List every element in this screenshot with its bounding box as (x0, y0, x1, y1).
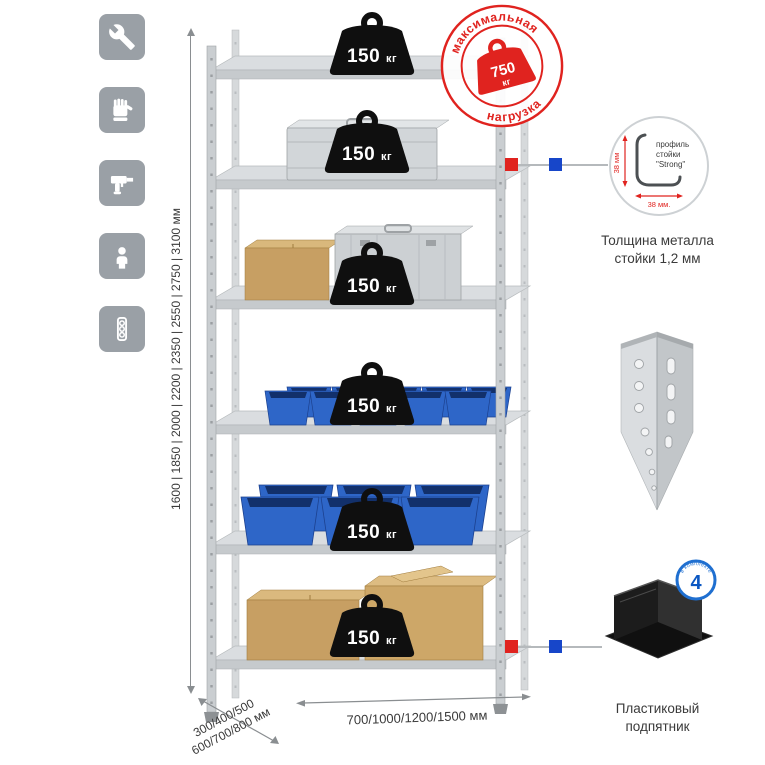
quantity-badge: в комплекте 4 (675, 559, 717, 601)
weight-icon (329, 594, 415, 657)
marker-red-bottom (505, 640, 518, 653)
max-load-stamp: максимальная нагрузка 750 кг (424, 0, 581, 144)
load-badge-5: 150 кг (320, 486, 424, 554)
load-badge-1: 150 кг (320, 10, 424, 78)
profile-label-2: стойки (656, 150, 680, 159)
load-unit: кг (385, 635, 398, 647)
height-arrow-top (187, 28, 195, 36)
marker-blue-bottom (549, 640, 562, 653)
load-unit: кг (385, 529, 398, 541)
weight-icon (329, 12, 415, 75)
height-arrow-bottom (187, 686, 195, 694)
stamp-weight-icon (477, 38, 536, 95)
depth-dimension-arrow (198, 698, 279, 744)
profile-caption: Толщина металла стойки 1,2 мм (585, 232, 730, 267)
profile-caption-line1: Толщина металла (601, 233, 714, 248)
height-dimension-line (190, 32, 191, 690)
load-badge-4: 150 кг (320, 360, 424, 428)
callout-line-top-2 (562, 164, 608, 166)
load-value: 150 (341, 144, 376, 165)
load-badge-2: 150 кг (315, 108, 419, 176)
load-value: 150 (346, 396, 381, 417)
load-value: 150 (346, 276, 381, 297)
foot-caption: Пластиковый подпятник (585, 700, 730, 735)
profile-dim-horizontal-label: 38 мм. (648, 200, 671, 209)
load-value: 150 (346, 628, 381, 649)
plastic-foot-image (604, 579, 714, 659)
load-unit: кг (380, 151, 393, 163)
weight-icon (329, 362, 415, 425)
profile-horizontal-dim-arrow (635, 193, 683, 199)
power-strip-icon (99, 306, 145, 352)
weight-icon (329, 242, 415, 305)
marker-blue-top (549, 158, 562, 171)
callout-line-top (518, 164, 549, 166)
width-dimension-arrow (296, 693, 531, 707)
callout-line-bottom (518, 646, 549, 648)
profile-caption-line2: стойки 1,2 мм (614, 250, 701, 266)
wrench-icon (99, 14, 145, 60)
cardboard-box (244, 239, 342, 301)
badge-number: 4 (690, 572, 702, 594)
profile-label-3: "Strong" (656, 160, 685, 169)
load-value: 150 (346, 522, 381, 543)
stamp-unit: кг (501, 76, 512, 88)
post-profile-sketch (635, 133, 682, 187)
stamp-value: 750 (489, 60, 517, 82)
load-badge-3: 150 кг (320, 240, 424, 308)
profile-vertical-dim-arrow (622, 135, 628, 187)
marker-red-top (505, 158, 518, 171)
person-icon (99, 233, 145, 279)
profile-callout-circle: 38 мм 38 мм. профиль стойки "Strong" (609, 116, 709, 216)
profile-dim-vertical-label: 38 мм (612, 153, 621, 174)
gloves-icon (99, 87, 145, 133)
load-unit: кг (385, 403, 398, 415)
cardboard-boxes-bottom (246, 565, 498, 661)
weight-icon (324, 110, 410, 173)
profile-label-1: профиль (656, 140, 689, 149)
drill-icon (99, 160, 145, 206)
load-value: 150 (346, 46, 381, 67)
height-dimension-label: 1600 | 1850 | 2000 | 2200 | 2350 | 2550 … (169, 208, 183, 510)
angle-post-image (620, 331, 694, 511)
callout-line-bottom-2 (562, 646, 602, 648)
weight-icon (329, 488, 415, 551)
load-unit: кг (385, 283, 398, 295)
load-badge-6: 150 кг (320, 592, 424, 660)
foot-caption-line2: подпятник (625, 718, 690, 734)
feature-icon-column (99, 14, 145, 352)
load-unit: кг (385, 53, 398, 65)
foot-caption-line1: Пластиковый (615, 701, 700, 716)
